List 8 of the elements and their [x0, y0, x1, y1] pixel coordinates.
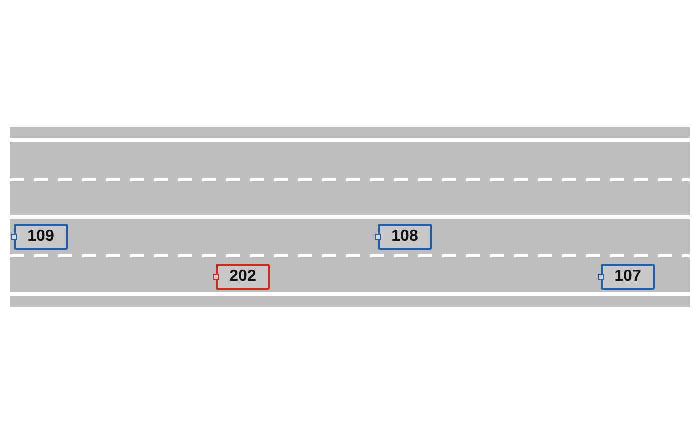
vehicle-id: 108	[392, 229, 418, 245]
vehicle-box	[378, 224, 432, 250]
vehicle-box	[601, 264, 655, 290]
vehicle-id: 109	[28, 229, 54, 245]
vehicle-box	[216, 264, 270, 290]
vehicle-id: 202	[230, 269, 256, 285]
vehicle-box	[14, 224, 68, 250]
vehicle-id: 107	[614, 269, 642, 285]
